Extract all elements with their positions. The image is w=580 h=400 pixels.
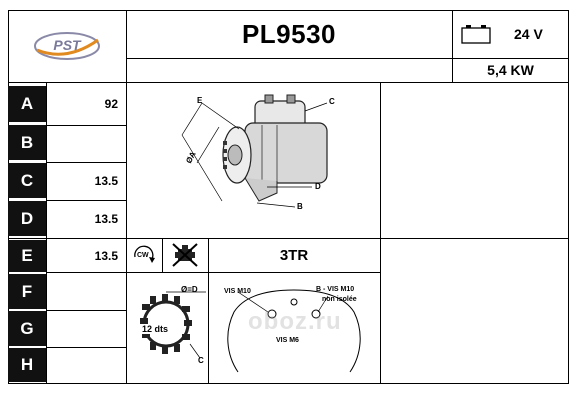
row-label-c: C: [8, 163, 46, 198]
row-label-g: G: [8, 311, 46, 346]
flange-label-left: VIS M10: [224, 288, 251, 295]
flange-icon: [227, 289, 361, 373]
drawing-label-b: B: [297, 202, 303, 211]
logo-text: PST: [53, 37, 82, 53]
mount-cell: [162, 238, 208, 272]
gear-label-teeth: 12 dts: [142, 324, 169, 334]
battery-icon: [461, 25, 491, 44]
starter-motor-icon: [181, 94, 328, 208]
row-label-b: B: [8, 125, 46, 160]
flange-label-bottom: VIS M6: [276, 337, 299, 344]
power-cell: 5,4 KW: [452, 58, 569, 82]
drawing-label-c: C: [329, 97, 335, 106]
row-label-e: E: [8, 240, 46, 272]
row-value-g: [46, 311, 126, 346]
crossed-engine-icon: [172, 243, 198, 267]
gear-label-diameter: Ø=D: [181, 285, 198, 294]
row-label-a: A: [8, 86, 46, 122]
row-value-a: 92: [104, 97, 118, 111]
rotation-text: CW: [137, 252, 149, 259]
row-label-d: D: [8, 201, 46, 236]
pinion-drawing: Ø=D 12 dts C: [126, 272, 208, 384]
voltage-cell: 24 V: [452, 10, 569, 58]
row-value-d: 13.5: [94, 211, 118, 226]
flange-drawing: VIS M10 B - VIS M10 non isolée VIS M6 ob…: [208, 272, 380, 384]
clockwise-arrow-icon: [134, 245, 155, 263]
pst-logo-icon: PST: [34, 32, 100, 60]
row-value-f: [46, 274, 126, 309]
row-label-h: H: [8, 348, 46, 382]
flange-label-right-line1: B - VIS M10: [316, 286, 355, 293]
drawing-label-d: D: [315, 182, 321, 191]
rotation-cell: CW: [126, 238, 162, 272]
row-label-f: F: [8, 274, 46, 309]
part-number: PL9530: [241, 18, 337, 49]
power-value: 5,4 KW: [487, 62, 534, 78]
voltage-value: 24 V: [514, 26, 543, 42]
brand-logo: PST: [8, 10, 126, 82]
starter-motor-drawing: E C D B ØA: [127, 83, 380, 238]
row-value-e: 13.5: [94, 249, 118, 263]
row-value-h: [46, 348, 126, 382]
type-code: 3TR: [279, 246, 309, 264]
flange-label-right-line2: non isolée: [322, 296, 357, 303]
row-value-c: 13.5: [94, 173, 118, 188]
row-value-b: [46, 125, 126, 160]
watermark: oboz.ru: [248, 308, 342, 335]
gear-label-c: C: [198, 356, 204, 365]
drawing-label-e: E: [197, 96, 203, 105]
